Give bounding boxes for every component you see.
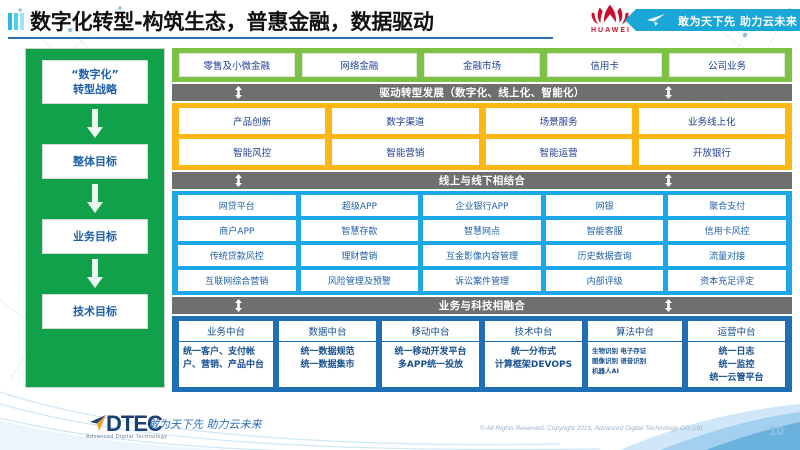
divider-label: 线上与线下相结合: [438, 175, 526, 187]
strategy-label-line1: “数字化”: [71, 68, 119, 81]
up-down-arrow-icon: [235, 174, 242, 187]
drive-item[interactable]: 开放银行: [638, 139, 785, 165]
platform-body: 统一客户、支付帐户、营销、产品中台: [178, 342, 274, 388]
platform-body: 统一数据规范 统一数据集市: [278, 342, 377, 388]
online-item[interactable]: 资本充足评定: [668, 270, 786, 291]
online-item[interactable]: 超级APP: [300, 195, 419, 216]
platform-header: 技术中台: [484, 320, 583, 342]
online-row: 传统贷款风控 理财营销 互金影像内容管理 历史数据查询 流量对接: [178, 245, 786, 266]
online-item[interactable]: 互金影像内容管理: [423, 245, 541, 266]
online-item[interactable]: 企业银行APP: [423, 195, 541, 216]
page-title: 数字化转型-构筑生态，普惠金融，数据驱动: [30, 10, 434, 34]
platform-column-business[interactable]: 业务中台 统一客户、支付帐户、营销、产品中台: [178, 320, 274, 388]
drive-item[interactable]: 产品创新: [179, 108, 326, 134]
drive-item[interactable]: 智能营销: [332, 139, 479, 165]
platform-column-operations[interactable]: 运营中台 统一日志 统一监控 统一云管平台: [687, 320, 786, 388]
online-offline-band: 网贷平台 超级APP 企业银行APP 网银 聚合支付 商户APP 智慧存款 智慧…: [172, 191, 792, 295]
platform-body: 统一移动开发平台 多APP统一投放: [381, 342, 480, 388]
slide-footer: DTEC Advanced Digital Technology 敢为天下先 助…: [0, 395, 800, 450]
drive-item[interactable]: 智能运营: [485, 139, 632, 165]
huawei-wordmark: HUAWEI: [591, 27, 631, 34]
online-item[interactable]: 传统贷款风控: [178, 245, 296, 266]
title-underline: [8, 37, 553, 39]
online-item[interactable]: 商户APP: [178, 220, 296, 241]
paper-plane-icon: [647, 14, 665, 26]
divider-label: 驱动转型发展（数字化、线上化、智能化）: [379, 87, 585, 99]
platform-column-data[interactable]: 数据中台 统一数据规范 统一数据集市: [278, 320, 377, 388]
slide-header: 数字化转型-构筑生态，普惠金融，数据驱动 HUAWEI 敢为天下先 助力云未来: [0, 0, 800, 40]
divider-online-offline: 线上与线下相结合: [172, 172, 792, 189]
drive-row: 产品创新 数字渠道 场景服务 业务线上化: [179, 108, 785, 134]
platform-body: 统一日志 统一监控 统一云管平台: [687, 342, 786, 388]
header-ribbon: 敢为天下先 助力云未来: [625, 9, 800, 31]
platform-header: 业务中台: [178, 320, 274, 342]
copyright-text: © All Rights Reserved. Copyright 2019, A…: [480, 425, 703, 432]
title-accent-bars-icon: [8, 13, 26, 30]
platform-body: 生物识别 电子存证 图像识别 语音识别 机器人AI: [587, 342, 683, 388]
online-item[interactable]: 信用卡风控: [668, 220, 786, 241]
drive-item[interactable]: 场景服务: [485, 108, 632, 134]
divider-drive-transformation: 驱动转型发展（数字化、线上化、智能化）: [172, 84, 792, 101]
drive-item[interactable]: 智能风控: [179, 139, 326, 165]
business-line-item[interactable]: 零售及小微金融: [179, 53, 295, 77]
down-arrow-icon: [87, 109, 103, 138]
dtec-triangle-icon: [90, 415, 106, 431]
online-row: 商户APP 智慧存款 智慧网点 智能客服 信用卡风控: [178, 220, 786, 241]
platform-header: 数据中台: [278, 320, 377, 342]
business-line-item[interactable]: 信用卡: [546, 53, 663, 77]
strategy-box-technology-goal[interactable]: 技术目标: [42, 294, 148, 329]
architecture-stack: 零售及小微金融 网络金融 金融市场 信用卡 公司业务 驱动转型发展（数字化、线上…: [172, 48, 792, 392]
online-item[interactable]: 流量对接: [668, 245, 786, 266]
online-row: 网贷平台 超级APP 企业银行APP 网银 聚合支付: [178, 195, 786, 216]
drive-transformation-band: 产品创新 数字渠道 场景服务 业务线上化 智能风控 智能营销 智能运营 开放银行: [172, 103, 792, 170]
business-line-item[interactable]: 金融市场: [424, 53, 540, 77]
online-item[interactable]: 历史数据查询: [545, 245, 664, 266]
platform-column-technology[interactable]: 技术中台 统一分布式 计算框架DEVOPS: [484, 320, 583, 388]
online-item[interactable]: 内部评级: [545, 270, 664, 291]
business-lines-band: 零售及小微金融 网络金融 金融市场 信用卡 公司业务: [172, 48, 792, 82]
dtec-tagline-cn: 敢为天下先 助力云未来: [148, 418, 262, 431]
down-arrow-icon: [87, 259, 103, 288]
platform-column-algorithm[interactable]: 算法中台 生物识别 电子存证 图像识别 语音识别 机器人AI: [587, 320, 683, 388]
drive-item[interactable]: 业务线上化: [638, 108, 785, 134]
online-item[interactable]: 互联网综合营销: [178, 270, 296, 291]
platform-band: 业务中台 统一客户、支付帐户、营销、产品中台 数据中台 统一数据规范 统一数据集…: [172, 316, 792, 392]
online-item[interactable]: 智慧存款: [300, 220, 419, 241]
strategy-label-line2: 转型战略: [73, 83, 117, 96]
up-down-arrow-icon: [665, 86, 672, 99]
online-item[interactable]: 网银: [545, 195, 664, 216]
online-row: 互联网综合营销 风险管理及预警 诉讼案件管理 内部评级 资本充足评定: [178, 270, 786, 291]
header-slogan: 敢为天下先 助力云未来: [678, 15, 798, 28]
online-item[interactable]: 聚合支付: [668, 195, 786, 216]
platform-column-mobile[interactable]: 移动中台 统一移动开发平台 多APP统一投放: [381, 320, 480, 388]
online-item[interactable]: 智能客服: [545, 220, 664, 241]
online-item[interactable]: 诉讼案件管理: [423, 270, 541, 291]
business-line-item[interactable]: 公司业务: [669, 53, 785, 77]
up-down-arrow-icon: [235, 86, 242, 99]
online-item[interactable]: 智慧网点: [423, 220, 541, 241]
strategy-column: “数字化” 转型战略 整体目标 业务目标 技术目标: [25, 48, 165, 388]
platform-body: 统一分布式 计算框架DEVOPS: [484, 342, 583, 388]
online-item[interactable]: 网贷平台: [178, 195, 296, 216]
strategy-box-transformation[interactable]: “数字化” 转型战略: [42, 60, 148, 104]
platform-row: 业务中台 统一客户、支付帐户、营销、产品中台 数据中台 统一数据规范 统一数据集…: [178, 320, 786, 388]
strategy-box-overall-goal[interactable]: 整体目标: [42, 144, 148, 179]
dtec-tagline-en: Advanced Digital Technology: [86, 434, 168, 440]
down-arrow-icon: [87, 184, 103, 213]
platform-header: 运营中台: [687, 320, 786, 342]
online-item[interactable]: 风险管理及预警: [300, 270, 419, 291]
up-down-arrow-icon: [665, 299, 672, 312]
drive-item[interactable]: 数字渠道: [332, 108, 479, 134]
page-number: 10: [769, 423, 784, 438]
platform-header: 算法中台: [587, 320, 683, 342]
divider-business-technology: 业务与科技相融合: [172, 297, 792, 314]
up-down-arrow-icon: [235, 299, 242, 312]
business-line-item[interactable]: 网络金融: [301, 53, 418, 77]
divider-label: 业务与科技相融合: [438, 300, 526, 312]
online-item[interactable]: 理财营销: [300, 245, 419, 266]
up-down-arrow-icon: [665, 174, 672, 187]
platform-header: 移动中台: [381, 320, 480, 342]
strategy-box-business-goal[interactable]: 业务目标: [42, 219, 148, 254]
drive-row: 智能风控 智能营销 智能运营 开放银行: [179, 139, 785, 165]
